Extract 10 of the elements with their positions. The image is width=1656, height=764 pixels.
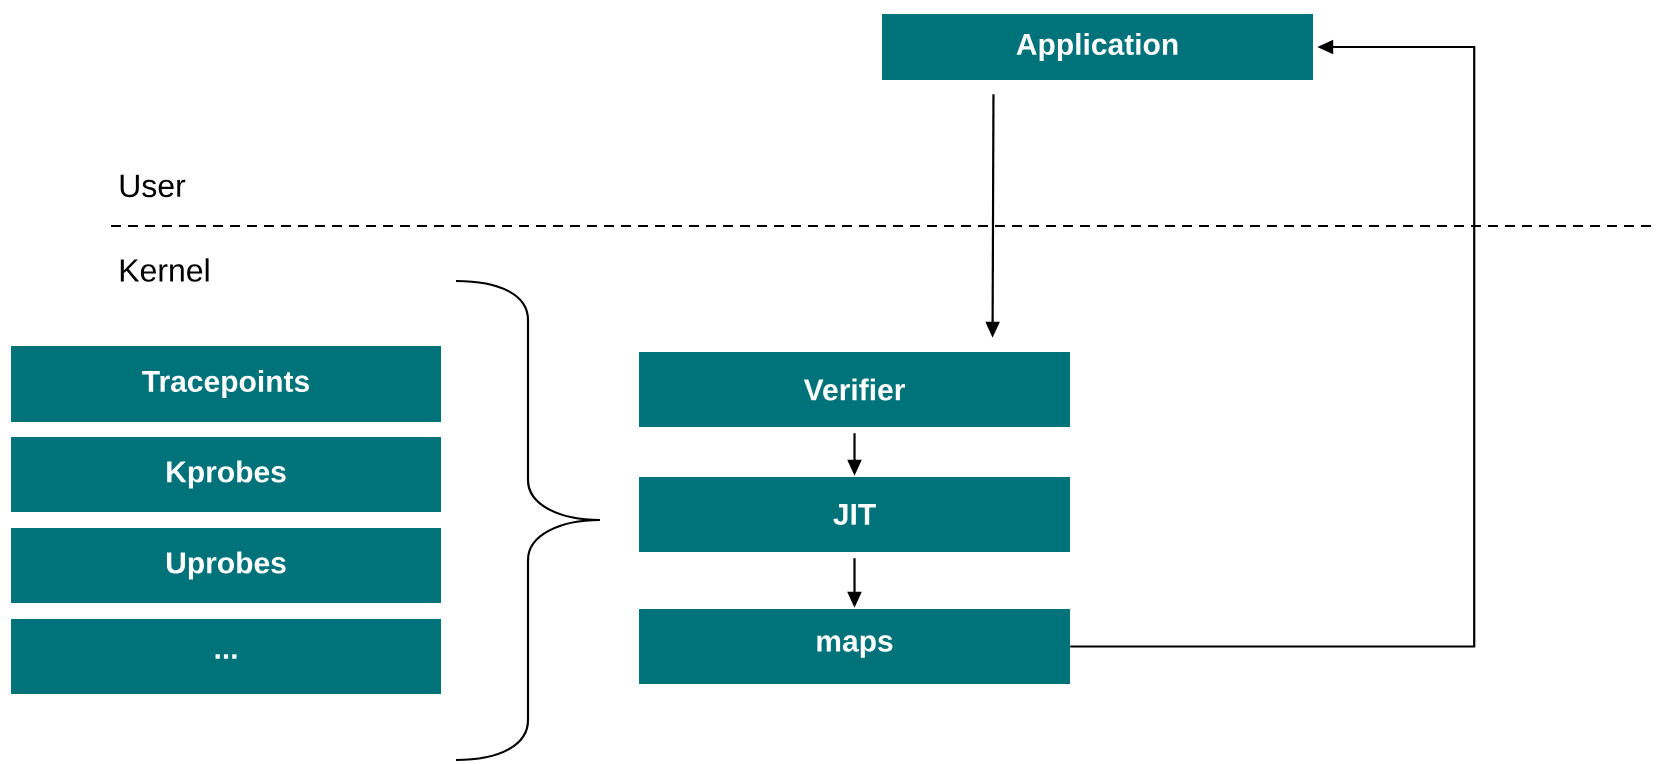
- process-box: Tracepoints: [11, 346, 441, 422]
- process-box: Kprobes: [11, 437, 441, 512]
- layer-label: Kernel: [120, 258, 209, 282]
- process-box: Application: [882, 14, 1313, 80]
- layer-label: User: [120, 174, 186, 198]
- process-box: Uprobes: [11, 528, 441, 603]
- process-box: ...: [11, 619, 441, 694]
- process-box: JIT: [639, 477, 1070, 552]
- process-box: Verifier: [639, 352, 1070, 427]
- process-box: maps: [639, 609, 1070, 684]
